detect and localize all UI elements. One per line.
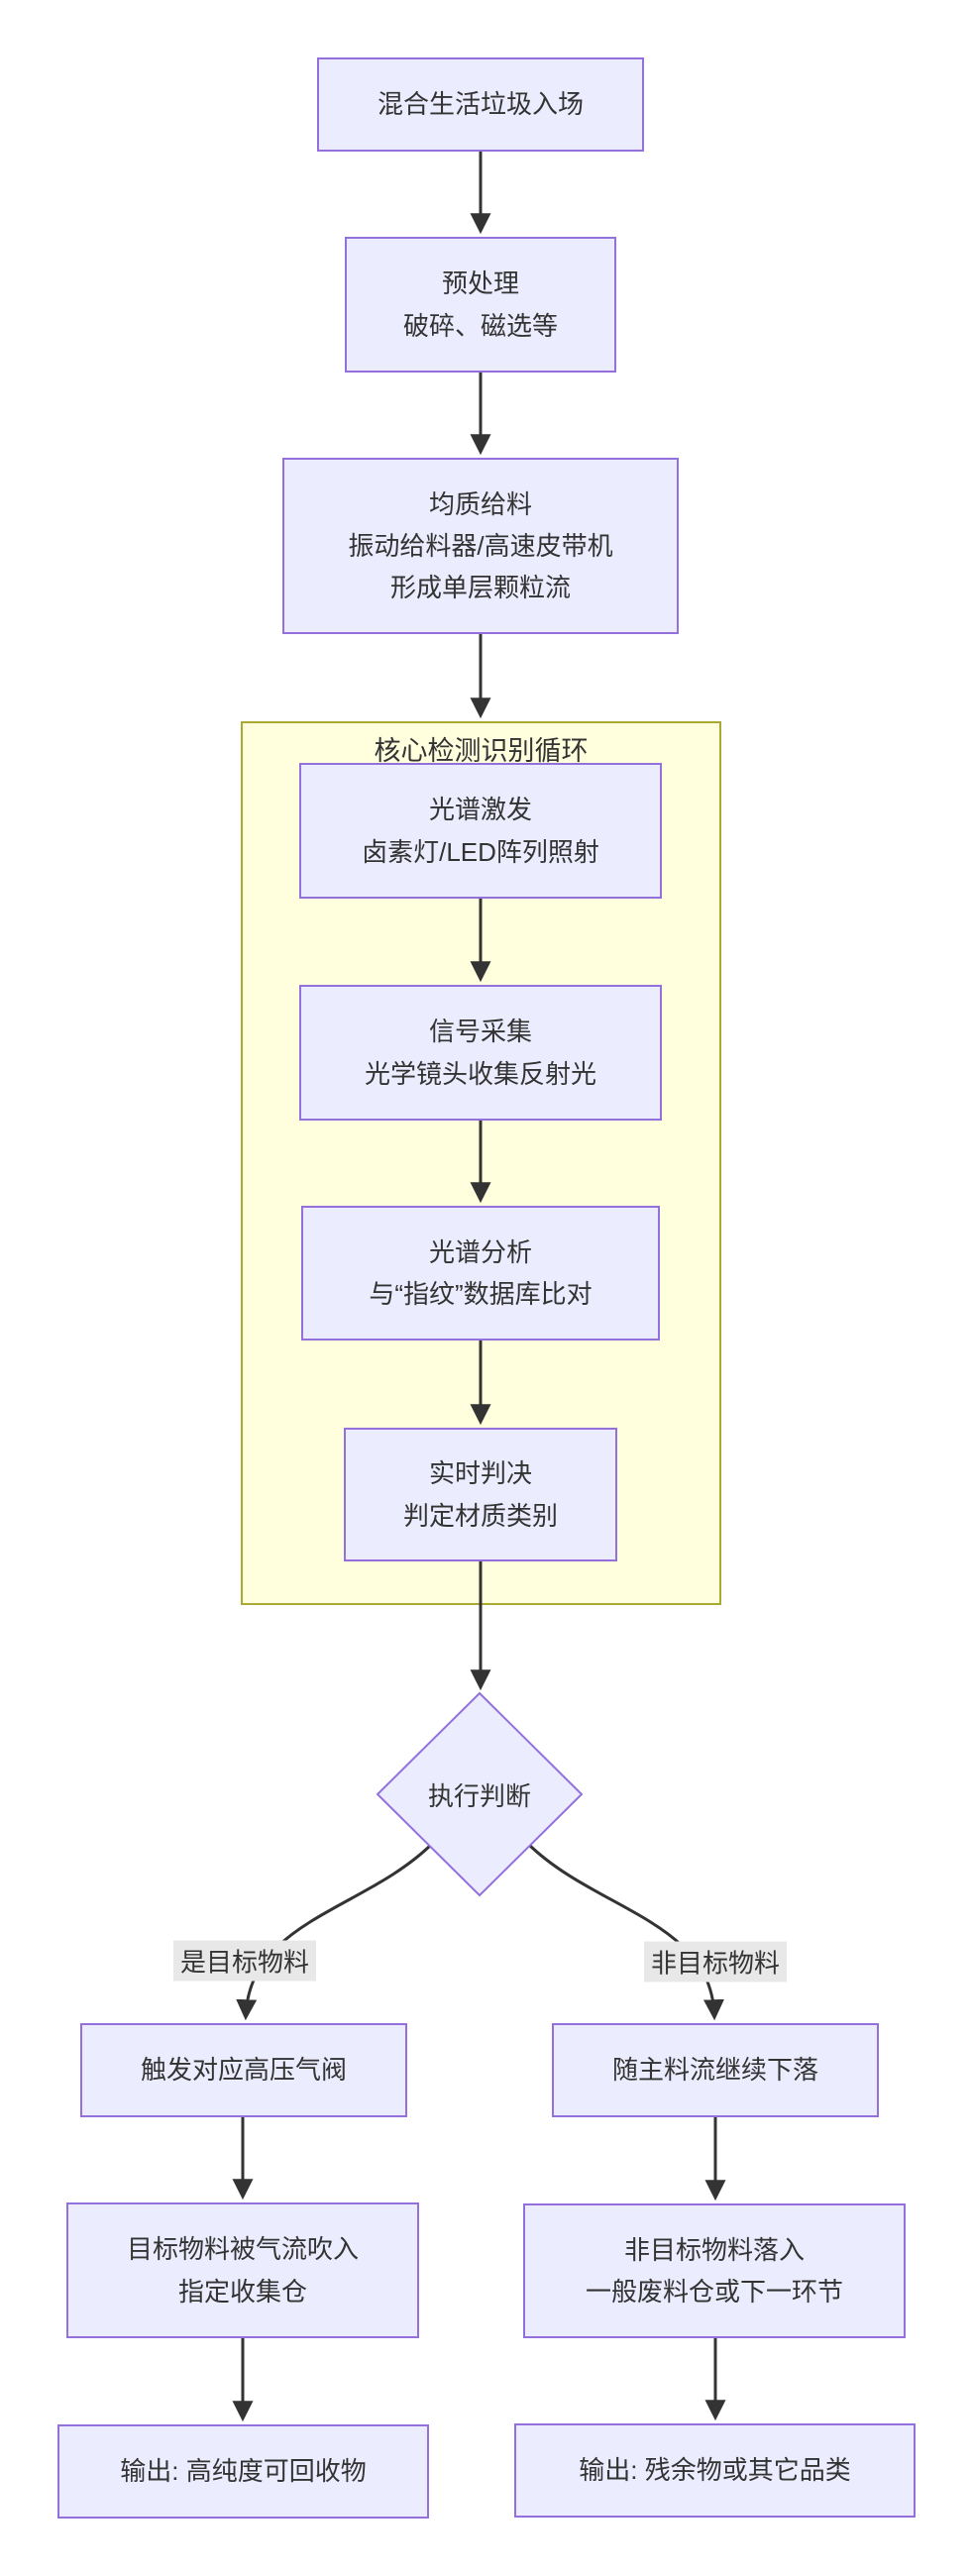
node-output-residue: 输出: 残余物或其它品类: [514, 2423, 916, 2518]
node-falls-to-waste-bin: 非目标物料落入 一般废料仓或下一环节: [523, 2203, 906, 2338]
node-signal-collection: 信号采集 光学镜头收集反射光: [299, 985, 662, 1121]
node-pretreatment: 预处理 破碎、磁选等: [345, 237, 616, 373]
edge-label-not-target: 非目标物料: [643, 1941, 788, 1983]
node-homogeneous-feeding: 均质给料 振动给料器/高速皮带机 形成单层颗粒流: [282, 458, 679, 634]
node-blown-to-bin: 目标物料被气流吹入 指定收集仓: [66, 2202, 419, 2338]
node-spectral-analysis: 光谱分析 与“指纹”数据库比对: [301, 1206, 660, 1341]
cluster-title: 核心检测识别循环: [374, 736, 589, 766]
node-execute-decision: 执行判断: [427, 1780, 531, 1811]
node-spectral-excitation: 光谱激发 卤素灯/LED阵列照射: [299, 763, 662, 899]
node-output-recyclables: 输出: 高纯度可回收物: [57, 2424, 429, 2519]
node-mixed-waste-entry: 混合生活垃圾入场: [317, 57, 644, 152]
node-continue-falling: 随主料流继续下落: [552, 2023, 879, 2117]
node-trigger-air-valve: 触发对应高压气阀: [80, 2023, 407, 2117]
node-realtime-decision: 实时判决 判定材质类别: [344, 1428, 617, 1561]
edge-decision-fall: [526, 1842, 724, 2021]
edge-label-is-target: 是目标物料: [172, 1940, 317, 1982]
edge-decision-valve: [236, 1842, 434, 2021]
